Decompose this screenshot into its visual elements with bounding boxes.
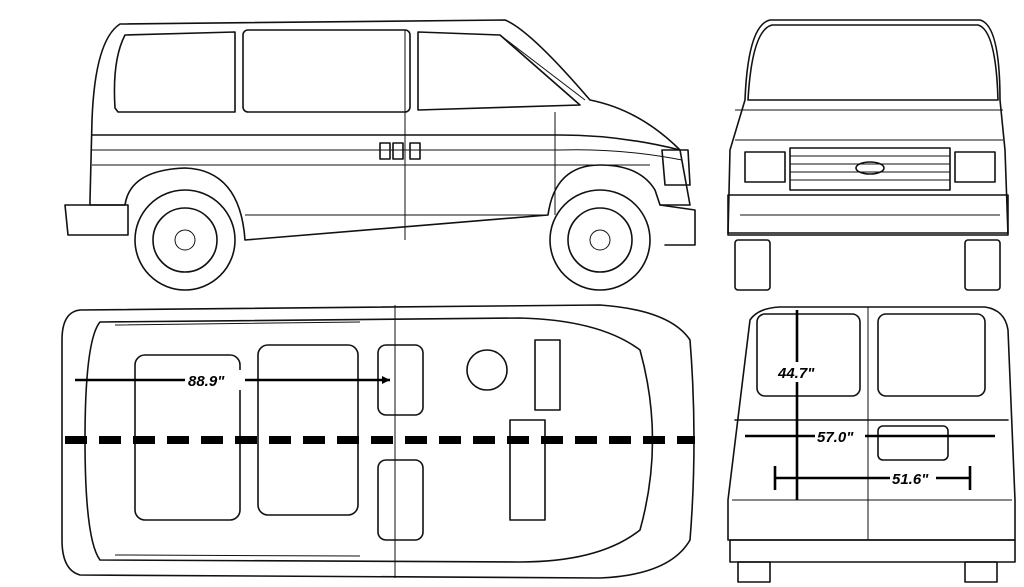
dimension-label-rear-door-height: 44.7" xyxy=(777,365,815,382)
dimension-label-interior-length: 88.9" xyxy=(188,373,225,390)
side-view xyxy=(64,19,696,291)
front-view xyxy=(727,19,1009,291)
dimension-label-rear-door-opening-width: 51.6" xyxy=(892,471,929,488)
dimension-label-rear-width: 57.0" xyxy=(817,429,854,446)
top-view: 88.9" xyxy=(61,304,695,579)
rear-view: 44.7" 57.0" 51.6" xyxy=(727,306,1016,583)
